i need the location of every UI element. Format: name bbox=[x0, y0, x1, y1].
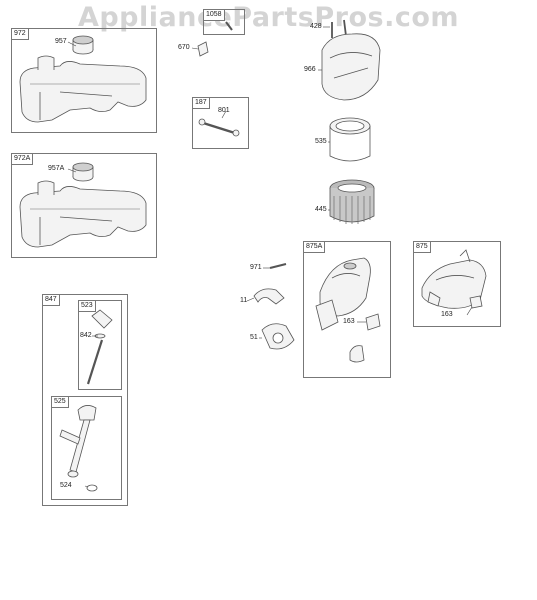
air-filter-445 bbox=[329, 179, 375, 224]
group-label-847: 847 bbox=[42, 294, 60, 306]
part-label-670: 670 bbox=[178, 44, 190, 51]
part-label-428: 428 bbox=[310, 23, 322, 30]
part-label-842: 842 bbox=[80, 332, 92, 339]
dipstick-cap-523 bbox=[91, 309, 113, 339]
group-label-523: 523 bbox=[78, 300, 96, 312]
watermark: AppliancePartsPros.com bbox=[77, 2, 460, 33]
part-label-535: 535 bbox=[315, 138, 327, 145]
part-label-957: 957 bbox=[55, 38, 67, 45]
group-box-525 bbox=[51, 396, 122, 500]
group-box-523 bbox=[78, 300, 122, 390]
group-label-187: 187 bbox=[192, 97, 210, 109]
part-label-11: 11 bbox=[240, 297, 248, 304]
part-875a-seal bbox=[349, 345, 365, 363]
part-label-971: 971 bbox=[250, 264, 262, 271]
screw-971 bbox=[269, 263, 287, 269]
part-163-b bbox=[469, 295, 483, 309]
part-670 bbox=[197, 41, 209, 57]
part-label-957a: 957A bbox=[48, 165, 65, 172]
group-box-972 bbox=[11, 28, 157, 133]
dipstick-tube-525 bbox=[59, 405, 97, 478]
gasket-51 bbox=[261, 323, 295, 350]
part-label-966: 966 bbox=[304, 66, 316, 73]
part-label-163-a: 163 bbox=[343, 318, 355, 325]
fuel-cap-957a bbox=[72, 162, 94, 182]
dipstick-842 bbox=[86, 339, 104, 385]
group-box-187 bbox=[192, 97, 249, 149]
air-cleaner-cover-966 bbox=[321, 33, 381, 101]
group-box-875a bbox=[303, 241, 391, 378]
part-label-51: 51 bbox=[250, 334, 258, 341]
part-label-801: 801 bbox=[218, 107, 230, 114]
group-label-972a: 972A bbox=[11, 153, 34, 165]
group-box-875 bbox=[413, 241, 501, 327]
air-cleaner-base-875a bbox=[315, 257, 371, 331]
pre-cleaner-535 bbox=[329, 117, 371, 162]
group-box-972a bbox=[11, 153, 157, 258]
group-label-1058: 1058 bbox=[203, 9, 225, 21]
fuel-cap-957 bbox=[72, 35, 94, 55]
group-label-875: 875 bbox=[413, 241, 431, 253]
part-label-524: 524 bbox=[60, 482, 72, 489]
group-box-847 bbox=[42, 294, 128, 506]
o-ring-524 bbox=[86, 484, 98, 492]
elbow-11 bbox=[253, 288, 285, 305]
part-label-445: 445 bbox=[315, 206, 327, 213]
fuel-tank-972a bbox=[19, 180, 147, 248]
part-163-a bbox=[365, 313, 381, 331]
part-label-163-b: 163 bbox=[441, 311, 453, 318]
screw-1058 bbox=[225, 21, 233, 31]
fuel-tank-972 bbox=[19, 55, 147, 123]
group-label-972: 972 bbox=[11, 28, 29, 40]
air-cleaner-base-875 bbox=[421, 249, 487, 309]
group-label-875a: 875A bbox=[303, 241, 326, 253]
link-187 bbox=[198, 118, 240, 137]
group-label-525: 525 bbox=[51, 396, 69, 408]
